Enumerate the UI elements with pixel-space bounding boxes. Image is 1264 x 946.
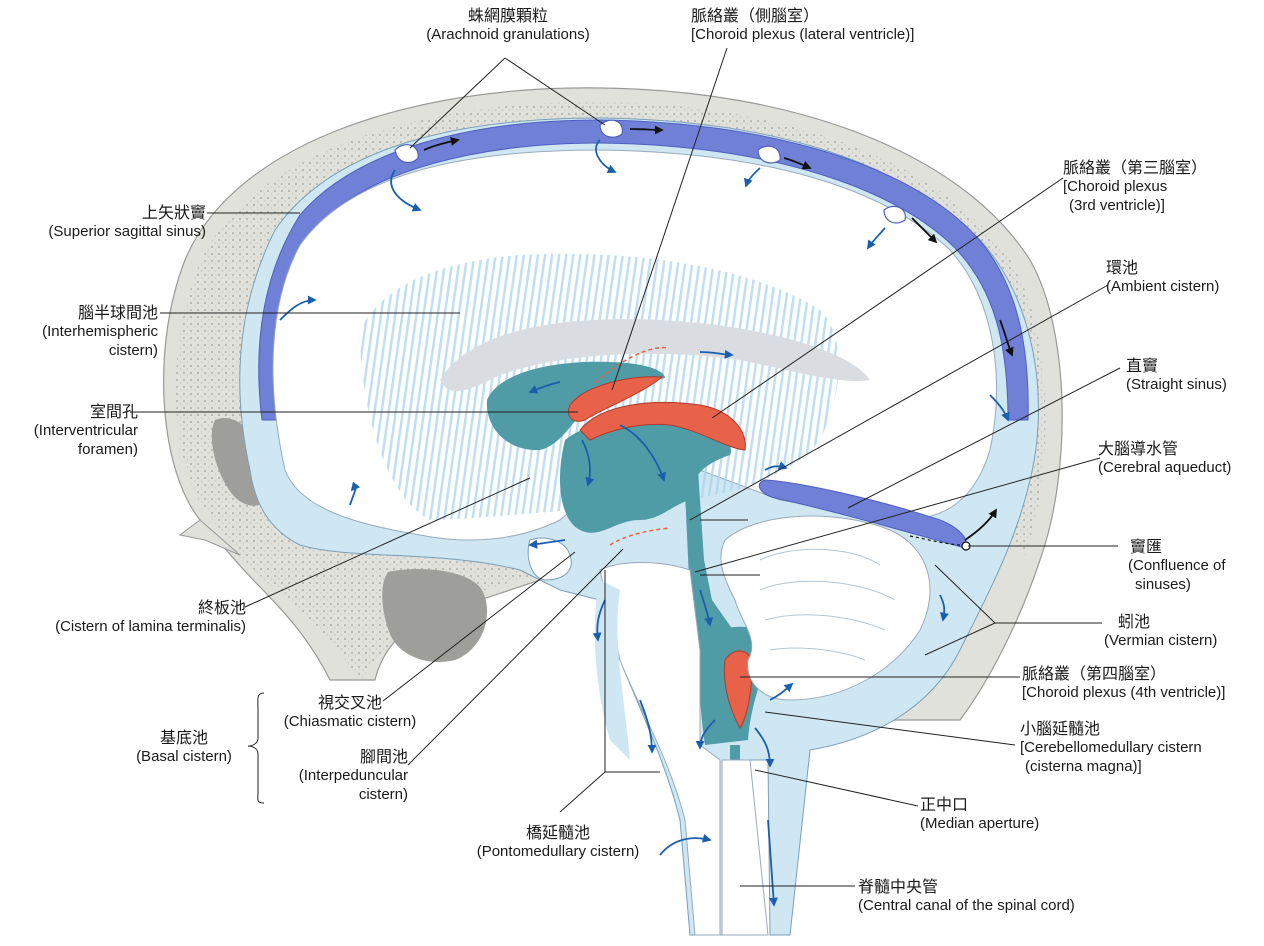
spinal-cord (721, 759, 769, 936)
chiasmatic-region (527, 537, 572, 581)
label-basal-cistern: 基底池 (Basal cistern) (136, 728, 232, 765)
choroid-plexus-lateral (567, 376, 664, 422)
label-confluence-of-sinuses: 竇匯 (Confluence of sinuses) (1128, 537, 1226, 593)
cerebellum-folia (759, 548, 896, 661)
corpus-callosum (440, 319, 870, 392)
sinus-flow-arrows (423, 125, 1014, 541)
label-choroid-plexus-third: 脈絡叢（第三腦室） [Choroid plexus (3rd ventricle… (1063, 158, 1208, 214)
label-straight-sinus: 直竇 (Straight sinus) (1126, 356, 1227, 393)
label-central-canal: 脊髓中央管 (Central canal of the spinal cord) (858, 877, 1075, 914)
dashed-path-upper (594, 346, 669, 384)
third-ventricle (560, 416, 731, 533)
label-vermian-cistern: 蚓池 (Vermian cistern) (1104, 612, 1218, 649)
pontomedullary-cistern-space (594, 580, 630, 760)
arachnoid-granulation-4 (883, 205, 906, 224)
label-interpeduncular-cistern: 腳間池 (Interpeduncular cistern) (298, 747, 408, 803)
sphenoid-sinus (382, 569, 488, 662)
label-choroid-plexus-fourth: 脈絡叢（第四腦室） [Choroid plexus (4th ventricle… (1022, 664, 1226, 701)
label-pontomedullary-cistern: 橋延髓池 (Pontomedullary cistern) (476, 823, 640, 860)
basal-cistern-bracket (247, 692, 265, 804)
label-median-aperture: 正中口 (Median aperture) (920, 795, 1040, 832)
csf-flow-arrows (279, 139, 1010, 907)
nasal-bone (178, 519, 241, 556)
choroid-plexus-fourth (723, 650, 753, 729)
label-cistern-of-lamina-terminalis: 終板池 (Cistern of lamina terminalis) (55, 598, 246, 635)
leader-lines (130, 47, 1121, 887)
label-interhemispheric-cistern: 腦半球間池 (Interhemispheric cistern) (42, 303, 158, 359)
arachnoid-granulation-3 (757, 145, 781, 164)
label-ambient-cistern: 環池 (Ambient cistern) (1106, 258, 1220, 295)
label-interventricular-foramen: 室間孔 (Interventricular foramen) (33, 402, 138, 458)
label-cerebral-aqueduct: 大腦導水管 (Cerebral aqueduct) (1098, 439, 1232, 476)
arachnoid-granulation-1 (394, 144, 419, 164)
choroid-plexus-third (579, 401, 746, 451)
brainstem (599, 562, 721, 936)
label-arachnoid-granulations: 蛛網膜顆粒 (Arachnoid granulations) (426, 6, 590, 43)
label-choroid-plexus-lateral: 脈絡叢（側腦室） [Choroid plexus (lateral ventri… (691, 6, 915, 43)
arachnoid-granulation-2 (599, 119, 623, 138)
dashed-path-lower (609, 527, 671, 546)
cerebellum (720, 515, 931, 701)
label-cerebellomedullary-cistern: 小腦延髓池 [Cerebellomedullary cistern (ciste… (1020, 719, 1202, 775)
label-chiasmatic-cistern: 視交叉池 (Chiasmatic cistern) (283, 693, 417, 730)
label-superior-sagittal-sinus: 上矢狀竇 (Superior sagittal sinus) (48, 203, 206, 240)
